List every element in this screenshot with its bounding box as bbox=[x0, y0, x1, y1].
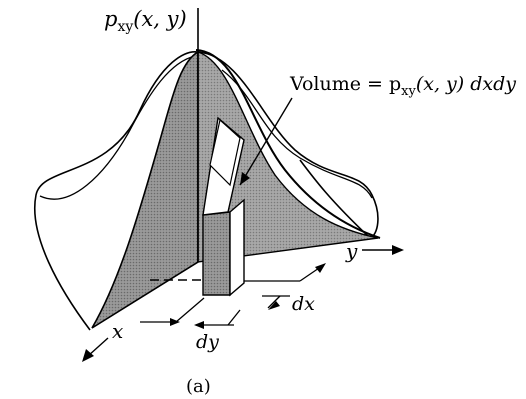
cross-section-x bbox=[92, 52, 198, 328]
volume-label: Volume = pxy(x, y) dxdy bbox=[289, 73, 516, 99]
z-axis-label: pxy(x, y) bbox=[104, 7, 187, 35]
y-axis-arrow bbox=[362, 245, 404, 255]
dy-marker bbox=[140, 298, 240, 329]
dy-label: dy bbox=[196, 331, 219, 353]
figure-caption: (a) bbox=[186, 376, 211, 397]
x-axis-arrow bbox=[82, 338, 108, 362]
dx-label: dx bbox=[292, 293, 315, 315]
x-axis-label: x bbox=[112, 319, 123, 343]
y-axis-label: y bbox=[345, 239, 358, 263]
